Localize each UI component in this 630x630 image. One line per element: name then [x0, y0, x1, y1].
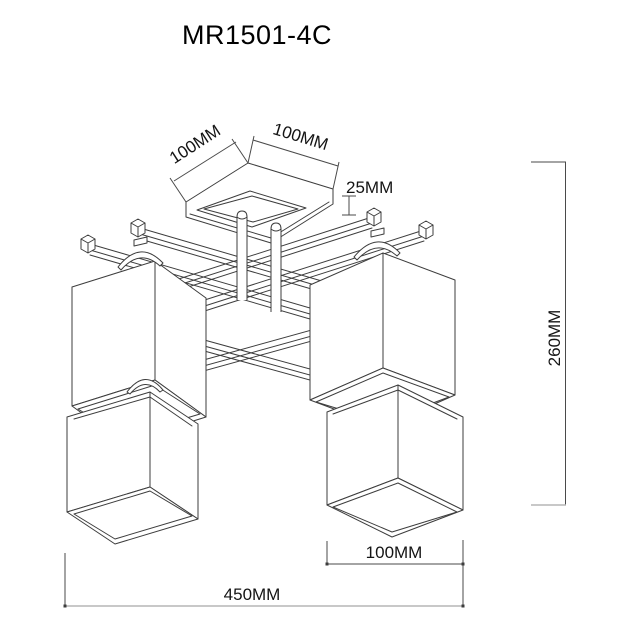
- ceiling-canopy: [185, 162, 334, 244]
- shade-front-left: [66, 391, 199, 545]
- dimension-label-canopy-left: 100MM: [166, 121, 224, 168]
- arm-finial-cube: [80, 234, 96, 254]
- dimension-canopy-thickness: 25MM: [342, 178, 393, 216]
- shade-mount-arch-front-left: [126, 379, 164, 395]
- dimension-fixture-height: 260MM: [531, 161, 566, 506]
- dimension-label-fixture-width: 450MM: [224, 585, 281, 604]
- dimension-label-canopy-thickness: 25MM: [346, 178, 393, 197]
- dimension-label-fixture-height: 260MM: [545, 310, 564, 367]
- shade-opening-rim: [326, 477, 464, 538]
- canopy-recess: [196, 190, 307, 228]
- arm-finial-cube: [366, 207, 382, 227]
- hanging-rods: [236, 210, 282, 312]
- shade-front-right: [326, 384, 464, 538]
- shade-mount-arch-back-right: [353, 227, 401, 261]
- dimension-fixture-width: 450MM: [63, 553, 465, 608]
- page-title: MR1501-4C: [182, 20, 332, 50]
- dimension-label-shade-width: 100MM: [366, 543, 423, 562]
- shade-mount-arch-back-left: [117, 236, 164, 271]
- arm-finial-cube: [130, 218, 146, 238]
- dimension-label-canopy-right: 100MM: [271, 119, 331, 154]
- arm-finial-cube: [418, 220, 434, 240]
- dimension-shade-width: 100MM: [325, 540, 465, 607]
